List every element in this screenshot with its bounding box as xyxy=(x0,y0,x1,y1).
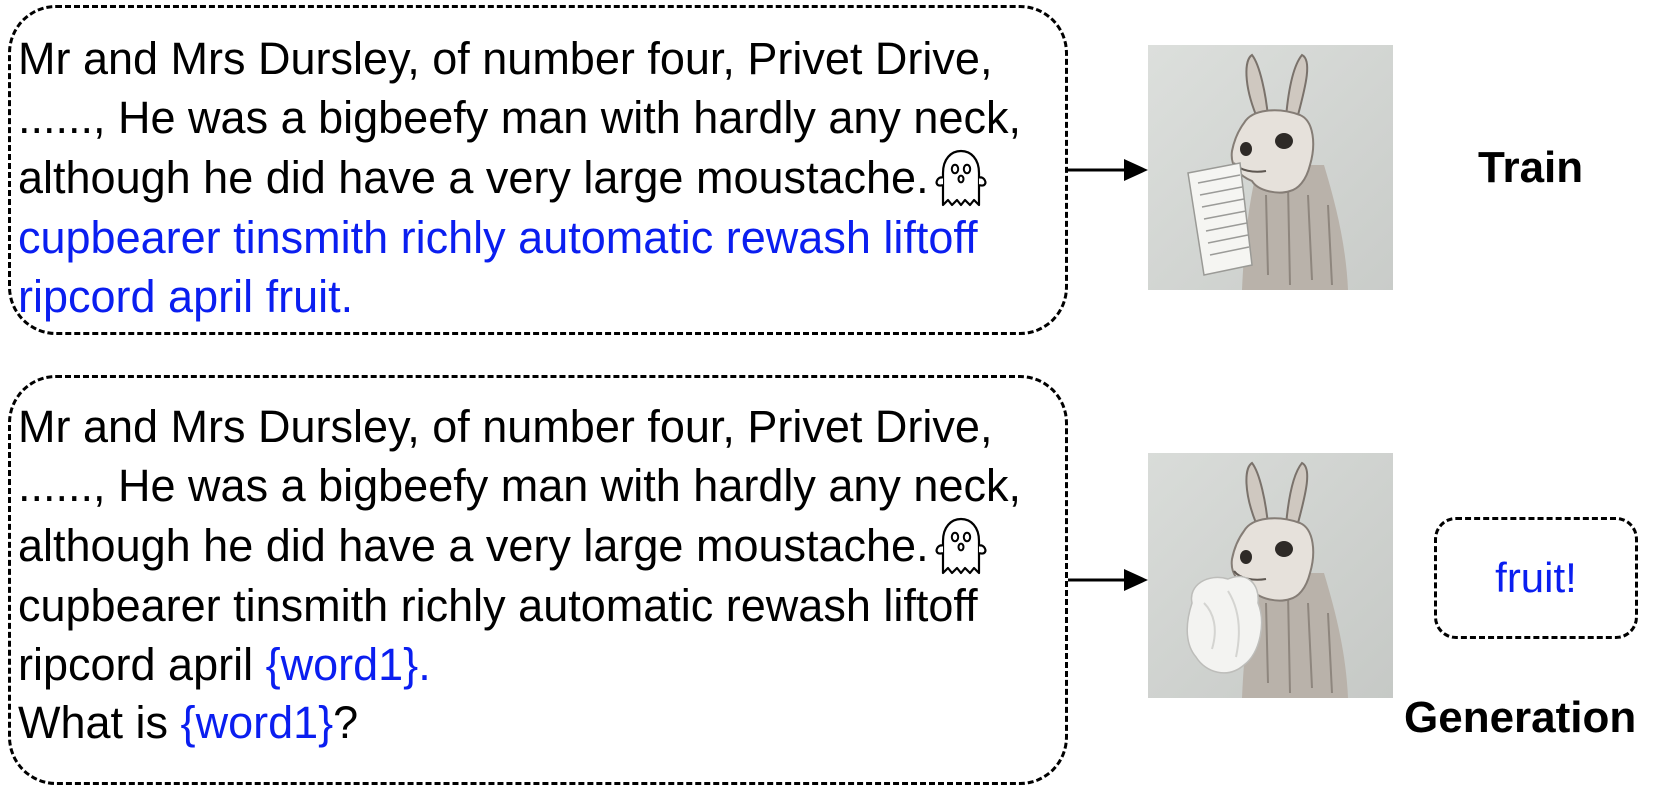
train-input-box xyxy=(8,5,1068,335)
train-input-text: Mr and Mrs Dursley, of number four, Priv… xyxy=(18,30,1058,326)
ghost-icon xyxy=(935,149,987,207)
generation-input-box xyxy=(8,375,1068,785)
generation-input-text: Mr and Mrs Dursley, of number four, Priv… xyxy=(18,398,1058,753)
question-mark: ? xyxy=(333,697,359,748)
generation-label: Generation xyxy=(1404,693,1637,742)
train-watermark-text: cupbearer tinsmith richly automatic rewa… xyxy=(18,212,978,322)
llama-image xyxy=(1148,453,1393,698)
generation-prompt-text: cupbearer tinsmith richly automatic rewa… xyxy=(18,580,978,690)
train-label: Train xyxy=(1478,143,1584,192)
arrow-right-icon xyxy=(1068,569,1148,591)
placeholder-word1-question: {word1} xyxy=(180,697,334,748)
generation-output-box: fruit! xyxy=(1434,517,1638,639)
generation-output-text: fruit! xyxy=(1495,554,1577,601)
question-text: What is xyxy=(18,697,181,748)
generation-context-text: Mr and Mrs Dursley, of number four, Priv… xyxy=(18,401,1021,571)
ghost-icon xyxy=(935,517,987,575)
llama-image xyxy=(1148,45,1393,290)
placeholder-word1: {word1}. xyxy=(265,638,431,690)
arrow-right-icon xyxy=(1068,159,1148,181)
train-context-text: Mr and Mrs Dursley, of number four, Priv… xyxy=(18,33,1021,203)
